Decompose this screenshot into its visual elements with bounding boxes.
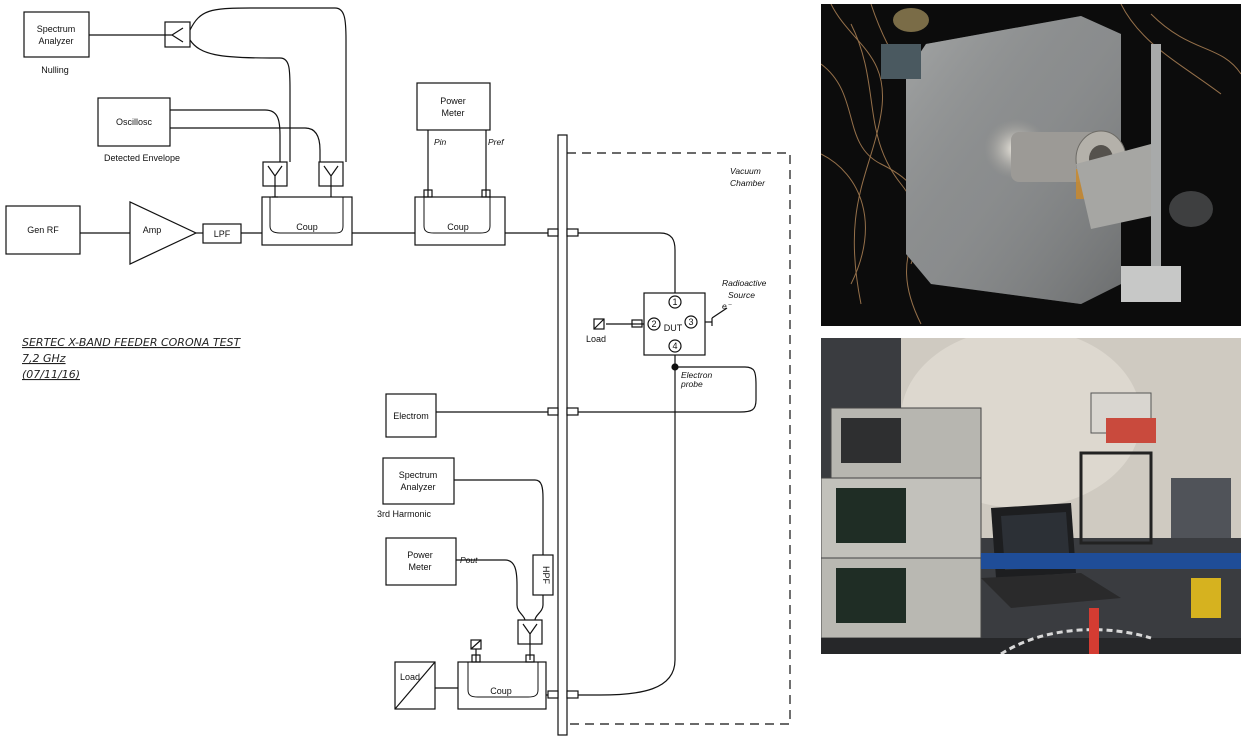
power-meter-bottom-label-1: Power bbox=[407, 550, 433, 560]
spectrum-analyzer-bottom-box bbox=[383, 458, 454, 504]
electron-probe-label-2: probe bbox=[680, 379, 703, 389]
vacuum-chamber-boundary bbox=[567, 153, 790, 724]
hpf-label: HPF bbox=[541, 566, 551, 585]
power-meter-top-label-1: Power bbox=[440, 96, 466, 106]
spectrum-analyzer-top-box bbox=[24, 12, 89, 57]
title-line-2: 7,2 GHz bbox=[22, 352, 66, 365]
oscillosc-label: Oscillosc bbox=[116, 117, 153, 127]
title-line-1: SERTEC X-BAND FEEDER CORONA TEST bbox=[22, 336, 242, 349]
coupler-2 bbox=[415, 197, 505, 245]
port-4-label: 4 bbox=[672, 341, 677, 351]
radioactive-source-label-3: e⁻ bbox=[722, 301, 733, 311]
title-line-3: (07/11/16) bbox=[22, 368, 80, 381]
power-meter-top-label-2: Meter bbox=[441, 108, 464, 118]
power-meter-bottom-label-2: Meter bbox=[408, 562, 431, 572]
gen-rf-label: Gen RF bbox=[27, 225, 59, 235]
radioactive-source-label-1: Radioactive bbox=[722, 278, 767, 288]
pout-label: Pout bbox=[460, 555, 478, 565]
coupler-2-label: Coup bbox=[447, 222, 469, 232]
coupler-1 bbox=[262, 197, 352, 245]
pin-label: Pin bbox=[434, 137, 447, 147]
dut-photo bbox=[821, 4, 1241, 326]
test-setup-diagram: Spectrum Analyzer Nulling Oscillosc Dete… bbox=[0, 0, 815, 736]
vacuum-chamber-label-2: Chamber bbox=[730, 178, 766, 188]
dut-label: DUT bbox=[664, 323, 683, 333]
detected-envelope-label: Detected Envelope bbox=[104, 153, 180, 163]
chamber-wall bbox=[558, 135, 567, 735]
vacuum-chamber-label-1: Vacuum bbox=[730, 166, 761, 176]
port-1-label: 1 bbox=[672, 297, 677, 307]
amplifier bbox=[130, 202, 196, 264]
coupler-1-label: Coup bbox=[296, 222, 318, 232]
electrom-label: Electrom bbox=[393, 411, 429, 421]
coupler-3-label: Coup bbox=[490, 686, 512, 696]
port-2-label: 2 bbox=[651, 319, 656, 329]
amp-label: Amp bbox=[143, 225, 162, 235]
lab-setup-photo bbox=[821, 338, 1241, 654]
port-3-label: 3 bbox=[688, 317, 693, 327]
radioactive-source-label-2: Source bbox=[728, 290, 755, 300]
spectrum-analyzer-bottom-label-1: Spectrum bbox=[399, 470, 438, 480]
nulling-label: Nulling bbox=[41, 65, 69, 75]
load-dut-label: Load bbox=[586, 334, 606, 344]
spectrum-analyzer-top-label-2: Analyzer bbox=[38, 36, 73, 46]
third-harmonic-label: 3rd Harmonic bbox=[377, 509, 432, 519]
spectrum-analyzer-bottom-label-2: Analyzer bbox=[400, 482, 435, 492]
load-bottom-label: Load bbox=[400, 672, 420, 682]
lpf-label: LPF bbox=[214, 229, 231, 239]
pref-label: Pref bbox=[488, 137, 505, 147]
power-meter-top-box bbox=[417, 83, 490, 130]
spectrum-analyzer-top-label-1: Spectrum bbox=[37, 24, 76, 34]
